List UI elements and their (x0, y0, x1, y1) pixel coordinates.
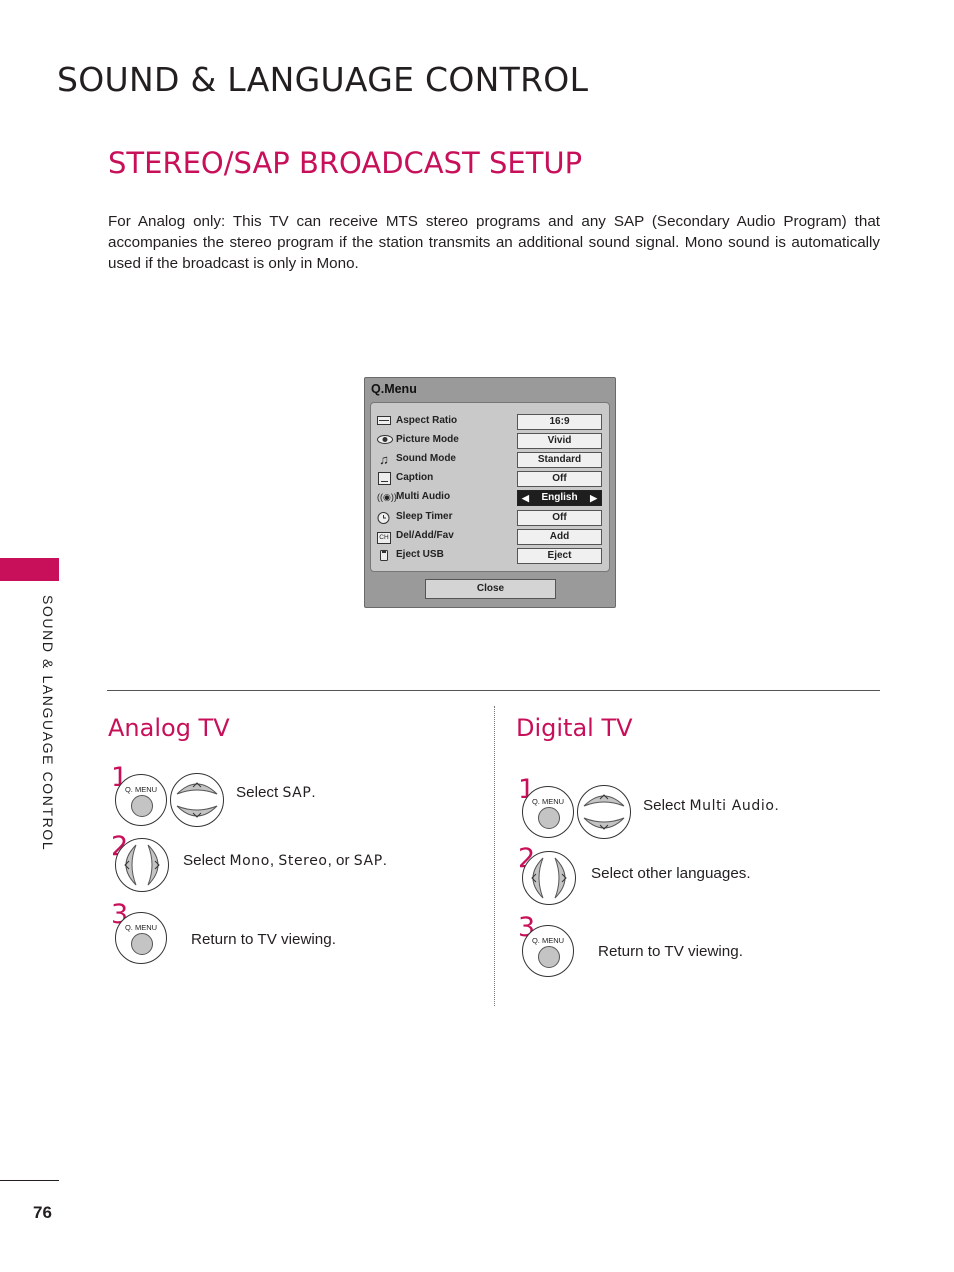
qmenu-label: Caption (396, 472, 434, 483)
section-title: STEREO/SAP BROADCAST SETUP (108, 146, 583, 180)
side-tab-label: SOUND & LANGUAGE CONTROL (40, 595, 56, 852)
qmenu-label: Del/Add/Fav (396, 530, 454, 541)
qmenu-value[interactable]: Standard (517, 452, 602, 468)
up-down-arrows-icon (170, 773, 224, 827)
qmenu-remote-button: Q. MENU (522, 925, 574, 977)
qmenu-panel: Q.Menu Aspect Ratio 16:9 Picture Mode Vi… (364, 377, 616, 608)
qmenu-close-button[interactable]: Close (425, 579, 556, 599)
button-label: Q. MENU (124, 923, 158, 932)
qmenu-label: Sleep Timer (396, 511, 453, 522)
keyword: SAP (353, 853, 383, 869)
qmenu-label: Picture Mode (396, 434, 459, 445)
left-right-remote-button (114, 837, 170, 898)
usb-icon (377, 549, 391, 562)
qmenu-row-sleep-timer[interactable]: Sleep Timer Off (371, 509, 609, 527)
section-divider (107, 690, 880, 691)
button-label: Q. MENU (124, 785, 158, 794)
eye-icon (377, 434, 393, 447)
qmenu-value[interactable]: Off (517, 510, 602, 526)
button-dot-icon (538, 946, 560, 968)
qmenu-row-picture-mode[interactable]: Picture Mode Vivid (371, 432, 609, 450)
step-instruction: Return to TV viewing. (191, 931, 336, 948)
up-down-arrows-icon (577, 785, 631, 839)
qmenu-remote-button: Q. MENU (115, 912, 167, 964)
music-note-icon: ♫ (379, 452, 389, 467)
keyword: Stereo (278, 853, 328, 869)
column-divider (494, 706, 495, 1006)
qmenu-row-caption[interactable]: Caption Off (371, 470, 609, 488)
qmenu-value[interactable]: Eject (517, 548, 602, 564)
qmenu-label: Eject USB (396, 549, 444, 560)
qmenu-row-del-add-fav[interactable]: CH Del/Add/Fav Add (371, 528, 609, 546)
arrow-right-icon: ▶ (590, 493, 597, 503)
qmenu-remote-button: Q. MENU (115, 774, 167, 826)
channel-icon: CH (377, 532, 391, 544)
clock-icon (377, 511, 391, 524)
qmenu-value[interactable]: Off (517, 471, 602, 487)
left-right-remote-button (521, 850, 577, 911)
qmenu-value-selected[interactable]: ◀ English ▶ (517, 490, 602, 506)
qmenu-label: Aspect Ratio (396, 415, 458, 426)
step-instruction: Return to TV viewing. (598, 943, 743, 960)
aspect-ratio-icon (377, 415, 391, 428)
qmenu-list: Aspect Ratio 16:9 Picture Mode Vivid ♫ S… (370, 402, 610, 572)
caption-icon (377, 472, 391, 485)
step-instruction: Select Mono, Stereo, or SAP. (183, 852, 387, 869)
qmenu-remote-button: Q. MENU (522, 786, 574, 838)
page-number-rule (0, 1180, 59, 1181)
intro-paragraph: For Analog only: This TV can receive MTS… (108, 213, 880, 272)
keyword: Mono (229, 853, 270, 869)
qmenu-row-multi-audio[interactable]: ((◉)) Multi Audio ◀ English ▶ (371, 489, 609, 507)
step-instruction: Select Multi Audio. (643, 797, 779, 814)
arrow-left-icon: ◀ (522, 493, 529, 503)
qmenu-value[interactable]: 16:9 (517, 414, 602, 430)
digital-tv-title: Digital TV (516, 714, 633, 742)
left-right-arrows-icon (115, 838, 169, 892)
step-instruction: Select SAP. (236, 784, 316, 801)
left-right-arrows-icon (522, 851, 576, 905)
step-instruction: Select other languages. (591, 865, 751, 882)
button-dot-icon (538, 807, 560, 829)
audio-waves-icon: ((◉)) (377, 492, 397, 502)
button-dot-icon (131, 795, 153, 817)
up-down-remote-button (576, 784, 632, 845)
button-label: Q. MENU (531, 797, 565, 806)
button-dot-icon (131, 933, 153, 955)
qmenu-row-eject-usb[interactable]: Eject USB Eject (371, 547, 609, 565)
qmenu-row-aspect-ratio[interactable]: Aspect Ratio 16:9 (371, 413, 609, 431)
button-label: Q. MENU (531, 936, 565, 945)
qmenu-label: Sound Mode (396, 453, 456, 464)
keyword: Multi Audio (689, 798, 775, 814)
qmenu-label: Multi Audio (396, 491, 451, 502)
qmenu-row-sound-mode[interactable]: ♫ Sound Mode Standard (371, 451, 609, 469)
qmenu-title: Q.Menu (371, 382, 417, 396)
analog-tv-title: Analog TV (108, 714, 230, 742)
qmenu-value[interactable]: Vivid (517, 433, 602, 449)
keyword: SAP (282, 785, 312, 801)
qmenu-value[interactable]: Add (517, 529, 602, 545)
up-down-remote-button (169, 772, 225, 833)
page-number: 76 (33, 1203, 52, 1222)
side-tab-marker (0, 558, 59, 581)
qmenu-value-text: English (541, 492, 578, 503)
page-title: SOUND & LANGUAGE CONTROL (57, 60, 589, 99)
